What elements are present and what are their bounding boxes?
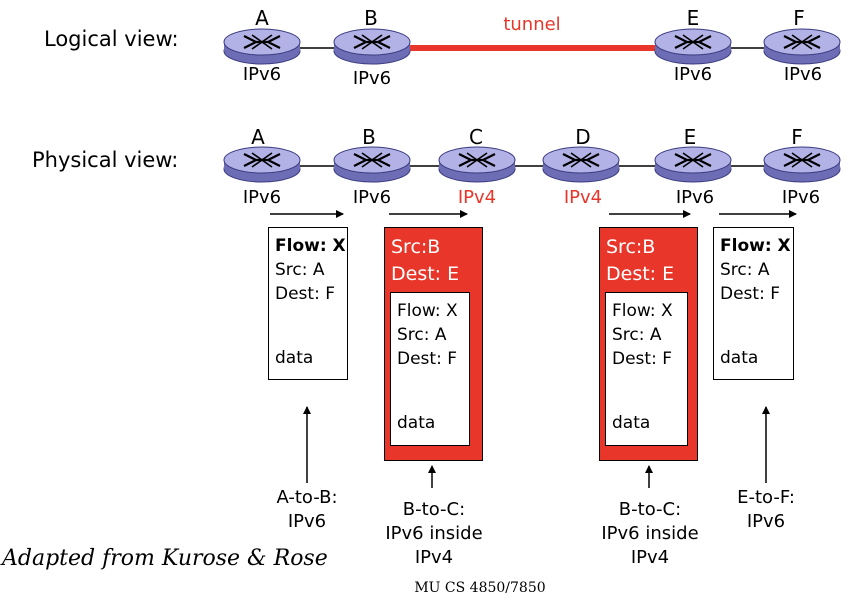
caption-bc-line-1: B-to-C: <box>402 499 466 520</box>
physical-node-letter-a: A <box>251 125 265 149</box>
router-icon-physical-c <box>437 145 517 184</box>
packet-bc-outer: Src:B Dest: E Flow: X Src: A Dest: F dat… <box>384 227 483 461</box>
caption-ab-line-2: IPv6 <box>287 511 327 532</box>
logical-node-proto-f: IPv6 <box>783 64 823 85</box>
physical-node-proto-b: IPv6 <box>352 187 392 208</box>
packet-ab-dest: Dest: F <box>275 284 335 304</box>
physical-node-proto-c: IPv4 <box>457 187 497 208</box>
packet-ef: Flow: X Src: A Dest: F data <box>713 227 794 380</box>
packet-de-outer-dest: Dest: E <box>606 263 675 285</box>
physical-node-letter-b: B <box>362 125 376 149</box>
caption-bc: B-to-C: IPv6 inside IPv4 <box>385 498 482 570</box>
packet-ab: Flow: X Src: A Dest: F data <box>268 227 348 380</box>
logical-node-letter-e: E <box>686 6 700 30</box>
caption-de-line-2: IPv6 inside <box>601 523 699 544</box>
packet-bc-outer-dest: Dest: E <box>391 263 460 285</box>
router-icon-physical-d <box>541 145 621 184</box>
caption-de-line-1: B-to-C: <box>618 499 682 520</box>
packet-bc-dest: Dest: F <box>397 349 457 369</box>
physical-node-letter-e: E <box>683 125 697 149</box>
packet-bc-outer-src: Src:B <box>391 236 441 258</box>
physical-node-proto-a: IPv6 <box>242 187 282 208</box>
packet-de-flow: Flow: X <box>612 301 673 321</box>
tunnel-label: tunnel <box>503 14 561 35</box>
logical-node-letter-f: F <box>793 6 805 30</box>
logical-node-proto-e: IPv6 <box>673 64 713 85</box>
caption-ef-line-2: IPv6 <box>746 511 786 532</box>
packet-de-inner: Flow: X Src: A Dest: F data <box>605 292 688 446</box>
router-icon-physical-b <box>332 145 412 184</box>
router-icon-logical-f <box>762 27 842 66</box>
caption-ef: E-to-F: IPv6 <box>737 486 795 534</box>
packet-de-data: data <box>612 413 651 433</box>
physical-node-proto-e: IPv6 <box>675 187 715 208</box>
caption-ab-line-1: A-to-B: <box>276 487 338 508</box>
router-icon-logical-b <box>332 27 412 66</box>
router-icon-physical-f <box>762 145 842 184</box>
caption-bc-line-2: IPv6 inside <box>385 523 483 544</box>
packet-ab-flow: Flow: X <box>275 236 346 256</box>
packet-bc-flow: Flow: X <box>397 301 458 321</box>
logical-node-proto-a: IPv6 <box>242 64 282 85</box>
physical-node-letter-c: C <box>469 125 483 149</box>
router-icon-physical-e <box>653 145 733 184</box>
logical-node-proto-b: IPv6 <box>352 68 392 89</box>
physical-node-proto-f: IPv6 <box>781 187 821 208</box>
packet-ef-flow: Flow: X <box>720 236 791 256</box>
physical-view-title: Physical view: <box>32 148 179 172</box>
physical-node-proto-d: IPv4 <box>563 187 603 208</box>
caption-bc-line-3: IPv4 <box>414 547 454 568</box>
packet-de-outer-src: Src:B <box>606 236 656 258</box>
footer-text: MU CS 4850/7850 <box>414 580 546 596</box>
physical-node-letter-d: D <box>575 125 591 149</box>
router-icon-physical-a <box>222 145 302 184</box>
logical-view-title: Logical view: <box>44 27 179 51</box>
caption-ef-line-1: E-to-F: <box>737 487 795 508</box>
packet-de-src: Src: A <box>612 325 662 345</box>
packet-bc-src: Src: A <box>397 325 447 345</box>
logical-node-letter-a: A <box>255 6 269 30</box>
logical-node-letter-b: B <box>364 6 378 30</box>
packet-ef-dest: Dest: F <box>720 284 780 304</box>
packet-ef-data: data <box>720 348 759 368</box>
packet-ab-data: data <box>275 348 314 368</box>
caption-de: B-to-C: IPv6 inside IPv4 <box>601 498 698 570</box>
credit-text: Adapted from Kurose & Rose <box>2 546 328 571</box>
packet-de-dest: Dest: F <box>612 349 672 369</box>
caption-ab: A-to-B: IPv6 <box>276 486 337 534</box>
packet-bc-inner: Flow: X Src: A Dest: F data <box>390 292 470 446</box>
caption-de-line-3: IPv4 <box>630 547 670 568</box>
packet-bc-data: data <box>397 413 436 433</box>
packet-de-outer: Src:B Dest: E Flow: X Src: A Dest: F dat… <box>599 227 698 461</box>
packet-ef-src: Src: A <box>720 260 770 280</box>
physical-node-letter-f: F <box>791 125 803 149</box>
packet-ab-src: Src: A <box>275 260 325 280</box>
router-icon-logical-e <box>653 27 733 66</box>
router-icon-logical-a <box>222 27 302 66</box>
